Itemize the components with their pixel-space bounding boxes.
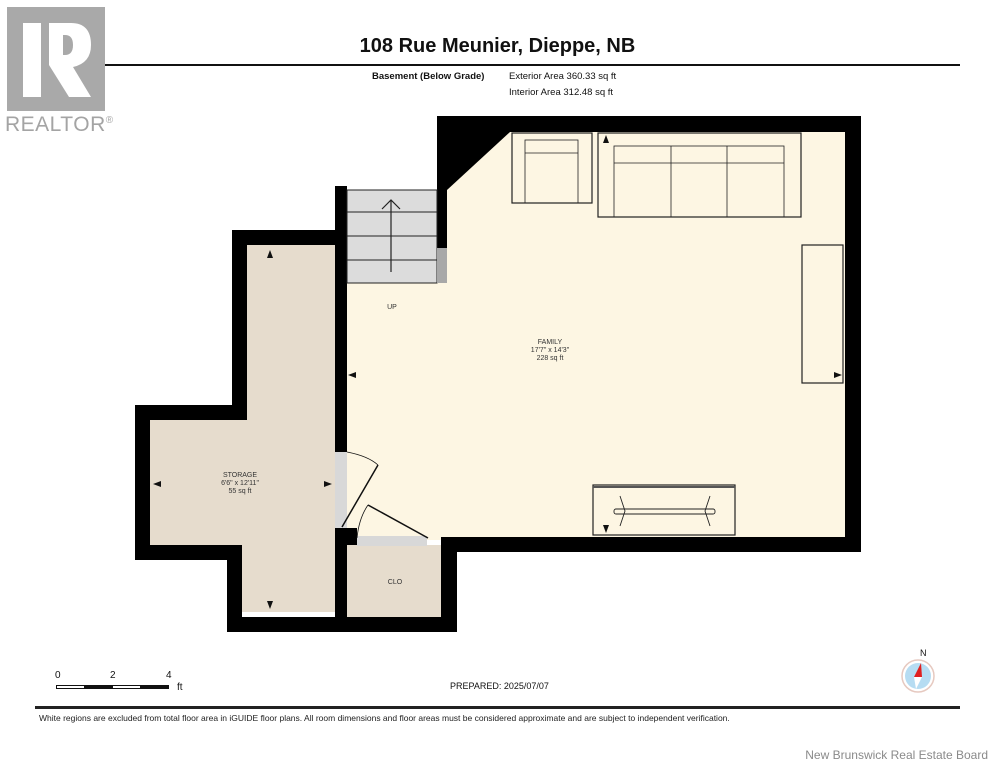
arrow-up-icon <box>267 250 273 258</box>
arrow-left-icon <box>153 481 161 487</box>
realtor-wordmark: REALTOR® <box>5 113 114 137</box>
realtor-r-mark-icon <box>7 7 105 111</box>
room-dimensions: 6'6" x 12'11" <box>221 480 259 487</box>
room-label-family: FAMILY 17'7" x 14'3" 228 sq ft <box>510 339 590 363</box>
storage-room-floor <box>150 245 335 612</box>
cabinet-icon <box>801 244 844 384</box>
scale-segment <box>84 685 113 689</box>
scale-bar: 0 2 4 ft <box>55 670 195 694</box>
closet-door-swing <box>356 504 429 539</box>
arrow-down-icon <box>267 601 273 609</box>
footer-divider <box>35 706 960 709</box>
armchair-icon <box>511 132 593 204</box>
prepared-date: PREPARED: 2025/07/07 <box>450 681 549 691</box>
stairs-label: UP <box>387 304 397 311</box>
compass: N <box>900 648 940 696</box>
storage-door-opening <box>335 452 347 528</box>
disclaimer: White regions are excluded from total fl… <box>39 713 730 723</box>
room-dimensions: 17'7" x 14'3" <box>530 347 570 354</box>
realtor-wordmark-text: REALTOR <box>5 113 106 136</box>
compass-north-label: N <box>920 648 927 658</box>
interior-area: Interior Area 312.48 sq ft <box>509 87 614 98</box>
storage-door-swing <box>341 451 379 528</box>
realtor-logo: REALTOR® <box>5 5 115 137</box>
room-area: 55 sq ft <box>228 488 252 495</box>
arrow-left-icon <box>348 372 356 378</box>
closet-door-opening <box>357 536 427 546</box>
board-credit: New Brunswick Real Estate Board <box>805 748 988 762</box>
family-room-floor <box>345 130 845 540</box>
arrow-right-icon <box>834 372 842 378</box>
scale-segment <box>112 685 141 689</box>
compass-icon <box>901 659 935 693</box>
registered-mark: ® <box>105 115 114 126</box>
scale-tick-0: 0 <box>55 670 61 681</box>
arrow-right-icon <box>324 481 332 487</box>
scale-segment <box>56 685 85 689</box>
level-label: Basement (Below Grade) <box>372 71 485 82</box>
stairs <box>346 189 447 284</box>
exterior-area: Exterior Area 360.33 sq ft <box>509 71 617 82</box>
arrow-up-icon <box>603 135 609 143</box>
scale-tick-4: 4 <box>166 670 172 681</box>
tv-console-icon <box>592 484 736 536</box>
title-divider <box>105 64 960 66</box>
room-name: CLO <box>387 579 403 586</box>
scale-tick-2: 2 <box>110 670 116 681</box>
room-name: STORAGE <box>222 472 258 479</box>
room-area: 228 sq ft <box>536 355 564 362</box>
scale-segment <box>140 685 169 689</box>
walls <box>135 116 861 632</box>
stairs-up-arrow-icon <box>381 199 401 272</box>
arrow-down-icon <box>603 525 609 533</box>
room-label-closet: CLO <box>375 579 415 587</box>
room-name: FAMILY <box>537 339 563 346</box>
sofa-icon <box>597 132 802 218</box>
dimension-markers <box>153 135 842 609</box>
room-label-storage: STORAGE 6'6" x 12'11" 55 sq ft <box>200 472 280 496</box>
closet-floor <box>347 545 441 618</box>
scale-unit: ft <box>177 682 183 693</box>
page-title: 108 Rue Meunier, Dieppe, NB <box>359 35 636 57</box>
